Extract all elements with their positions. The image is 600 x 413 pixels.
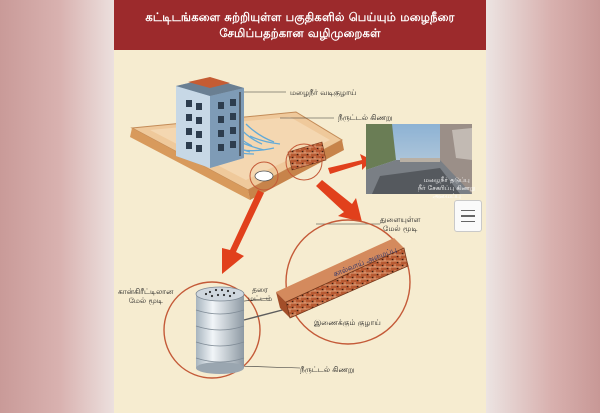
label-concrete-lid: கான்கிரீட்டிலான மேல் மூடி bbox=[118, 287, 173, 305]
building bbox=[176, 77, 244, 168]
label-perforated-lid: துளையுள்ள மேல் மூடி bbox=[380, 215, 420, 233]
highlight-circle-pit bbox=[249, 161, 279, 191]
label-connecting-pipe: இணைக்கும் குழாய் bbox=[314, 318, 381, 327]
photo-caption-line3: அமைப்பு bbox=[432, 192, 461, 200]
arrow-to-channel bbox=[316, 180, 362, 222]
label-perforated-lid-line1: துளையுள்ள bbox=[380, 215, 421, 224]
label-ground-level: தரை மட்டம் bbox=[248, 285, 272, 303]
label-concrete-lid-line1: கான்கிரீட்டிலான bbox=[118, 287, 174, 296]
arrow-to-photo bbox=[328, 154, 372, 174]
label-downspout: மழைநீர் வடிகுழாய் bbox=[290, 88, 357, 97]
infographic-banner: கட்டிடங்களை சுற்றியுள்ள பகுதிகளில் பெய்ய… bbox=[114, 0, 486, 50]
well-detail-circle bbox=[163, 281, 261, 379]
photo-caption-line1: மழைநீர் தடுப்பு bbox=[423, 176, 470, 184]
hamburger-menu-icon-bar-3 bbox=[461, 220, 475, 223]
photo-caption-line2: நீர் சேகரிப்பு கிணறு bbox=[418, 184, 476, 192]
infographic-card: கட்டிடங்களை சுற்றியுள்ள பகுதிகளில் பெய்ய… bbox=[114, 0, 486, 413]
channel-detail-circle bbox=[285, 219, 411, 345]
highlight-circle-channel bbox=[285, 143, 323, 181]
label-percolation-well-bottom: நீருட்டல் கிணறு bbox=[300, 365, 355, 374]
brick-channel bbox=[276, 238, 409, 319]
photo-caption: மழைநீர் தடுப்பு நீர் சேகரிப்பு கிணறு அமை… bbox=[418, 176, 475, 200]
arrow-to-well bbox=[222, 190, 264, 274]
banner-title-line1: கட்டிடங்களை சுற்றியுள்ள பகுதிகளில் பெய்ய… bbox=[145, 10, 455, 24]
percolation-well bbox=[195, 286, 245, 374]
banner-title-line2: சேமிப்பதற்கான வழிமுறைகள் bbox=[219, 26, 381, 40]
site-photo bbox=[366, 124, 472, 194]
hamburger-menu-icon bbox=[461, 209, 475, 212]
label-ground-level-line1: தரை bbox=[252, 285, 268, 294]
label-concrete-lid-line2: மேல் மூடி bbox=[128, 296, 163, 305]
menu-button[interactable] bbox=[454, 200, 482, 232]
slab-pit bbox=[254, 170, 274, 182]
label-perforated-lid-line2: மேல் மூடி bbox=[383, 224, 418, 233]
label-ground-level-line2: மட்டம் bbox=[248, 294, 273, 303]
hamburger-menu-icon-bar-2 bbox=[461, 215, 475, 217]
label-percolation-pit-top: நீருட்டல் கிணறு bbox=[338, 113, 393, 122]
